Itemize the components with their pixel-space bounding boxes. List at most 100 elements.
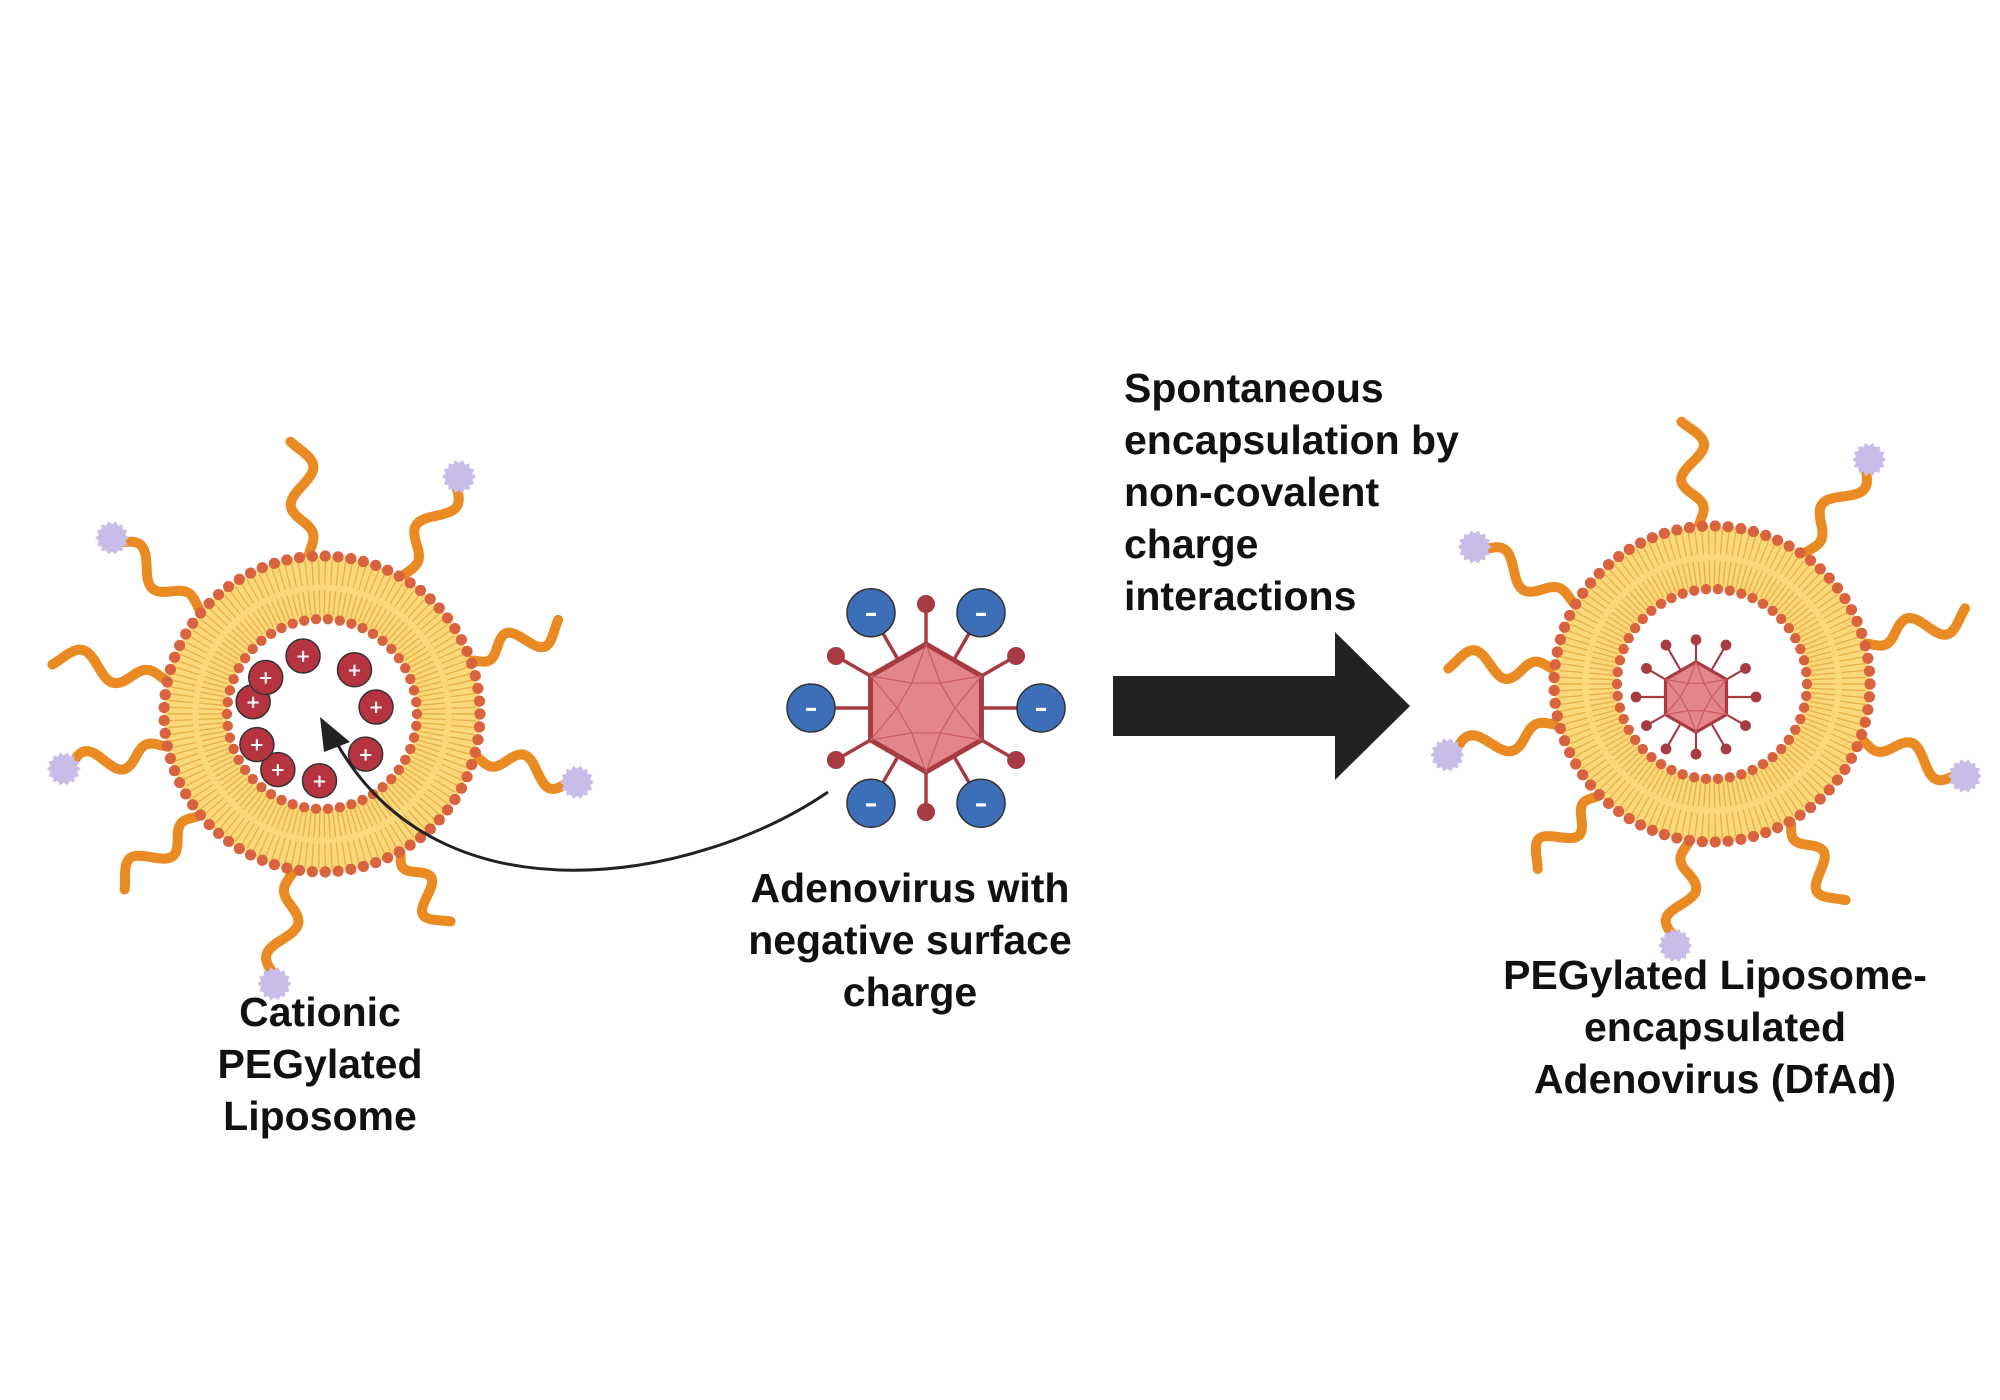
curved-arrow-line	[333, 739, 829, 872]
peg-chain-icon	[60, 738, 177, 782]
svg-text:+: +	[246, 692, 261, 713]
adenovirus-icon: ––––––	[786, 587, 1066, 829]
head-groups-icon	[158, 550, 486, 878]
peg-chain-icon	[1660, 831, 1702, 952]
fiber-knob-icon	[1740, 663, 1751, 674]
ligand-icon	[1430, 738, 1465, 772]
lipid-tails-icon	[1558, 530, 1866, 838]
head-groups-icon	[1611, 583, 1813, 785]
peg-chain-icon	[119, 808, 209, 895]
peg-chain-icon	[394, 467, 464, 586]
fiber-knob-icon	[1641, 663, 1652, 674]
fiber-knob-icon	[1720, 743, 1732, 755]
positive-charge-icon: +	[301, 763, 338, 799]
peg-chain-icon	[285, 436, 319, 566]
peg-chain-icon	[1851, 731, 1973, 786]
head-groups-icon	[1548, 520, 1876, 848]
adenovirus-label-line: negative surface	[748, 917, 1072, 963]
product-label-line: Adenovirus (DfAd)	[1533, 1056, 1897, 1102]
peg-chain-icon	[1444, 717, 1569, 768]
negative-charge-icon: –	[786, 683, 836, 733]
process-label-line: Spontaneous	[1124, 365, 1384, 411]
process-label-line: non-covalent	[1124, 469, 1380, 515]
process-arrow-shape	[1113, 632, 1410, 780]
svg-text:+: +	[347, 660, 362, 681]
process-label-line: charge	[1124, 521, 1259, 567]
fiber-knob-icon	[1007, 751, 1026, 769]
ligand-icon	[257, 967, 292, 1001]
fiber-knob-icon	[1740, 720, 1751, 731]
lipid-bilayer-icon	[1554, 526, 1870, 842]
adenovirus-label-line: charge	[842, 969, 978, 1015]
fiber-knob-icon	[917, 803, 935, 821]
svg-text:+: +	[249, 735, 264, 756]
svg-text:+: +	[258, 668, 273, 689]
encapsulated-liposome-icon	[1430, 416, 1982, 962]
fiber-knob-icon	[1660, 743, 1672, 755]
ligand-icon	[1658, 928, 1693, 962]
peg-chain-icon	[465, 748, 584, 794]
cation-ring-icon: + + + + + + + + +	[235, 638, 394, 799]
svg-text:–: –	[805, 694, 818, 723]
fiber-knob-icon	[917, 595, 935, 613]
peg-chain-icon	[1676, 416, 1710, 536]
fiber-knob-icon	[1720, 639, 1732, 651]
svg-text:+: +	[270, 760, 285, 781]
process-description: Spontaneous encapsulation by non-covalen…	[1124, 362, 1524, 622]
negative-charge-icon: –	[956, 587, 1006, 638]
head-groups-icon	[221, 613, 423, 815]
adenovirus-label: Adenovirus with negative surface charge	[720, 862, 1100, 1018]
positive-charge-icon: +	[260, 751, 296, 788]
ligand-icon	[95, 521, 130, 555]
process-label-line: encapsulation by	[1124, 417, 1459, 463]
positive-charge-icon: +	[285, 638, 321, 674]
svg-text:+: +	[296, 646, 311, 667]
negative-charge-icon: –	[1016, 683, 1066, 733]
fiber-knob-icon	[1660, 639, 1672, 651]
svg-text:+: +	[312, 771, 327, 792]
capsid-icon	[1663, 659, 1729, 735]
product-label-line: PEGylated Liposome-	[1503, 952, 1927, 998]
cationic-label-line: Cationic	[239, 989, 401, 1035]
fiber-knob-icon	[826, 647, 845, 665]
fiber-knob-icon	[1690, 748, 1702, 760]
positive-charge-icon: +	[336, 651, 373, 688]
cationic-liposome-label: Cationic PEGylated Liposome	[170, 986, 470, 1142]
peg-chain-icon	[1443, 645, 1564, 684]
svg-text:–: –	[975, 789, 988, 818]
peg-chain-icon	[394, 842, 456, 927]
encapsulated-adenovirus-label: PEGylated Liposome- encapsulated Adenovi…	[1470, 949, 1960, 1105]
curved-arrow-head	[320, 717, 350, 752]
peg-chain-icon	[1795, 450, 1872, 563]
ligand-icon	[1457, 530, 1492, 564]
positive-charge-icon: +	[358, 689, 394, 725]
ligand-icon	[560, 765, 594, 799]
negative-charge-icon: –	[956, 778, 1006, 829]
product-label-line: encapsulated	[1583, 1004, 1847, 1050]
positive-charge-icon: +	[347, 736, 384, 772]
ligand-icon	[46, 752, 81, 786]
capsid-facets-icon	[1665, 661, 1727, 733]
lipid-tails-icon	[168, 560, 476, 868]
capsid-icon	[868, 641, 984, 775]
process-arrow-icon	[1113, 632, 1410, 780]
positive-charge-icon: +	[239, 726, 275, 763]
lipid-bilayer-icon	[164, 556, 480, 872]
fiber-knob-icon	[1630, 691, 1642, 703]
peg-chain-icon	[1784, 812, 1851, 906]
peg-chain-icon	[102, 536, 209, 620]
fiber-knob-icon	[1750, 691, 1762, 703]
peg-chain-icon	[461, 614, 564, 667]
positive-charge-icon: +	[247, 659, 284, 696]
process-label-line: interactions	[1124, 573, 1357, 619]
ligand-icon	[442, 460, 476, 494]
fiber-knob-icon	[826, 751, 845, 769]
svg-text:–: –	[865, 598, 878, 627]
peg-chain-icon	[47, 644, 177, 689]
svg-text:+: +	[369, 697, 384, 718]
peg-chain-icon	[1465, 542, 1584, 612]
peg-chain-icon	[261, 860, 304, 991]
peg-chain-icon	[1855, 603, 1970, 651]
